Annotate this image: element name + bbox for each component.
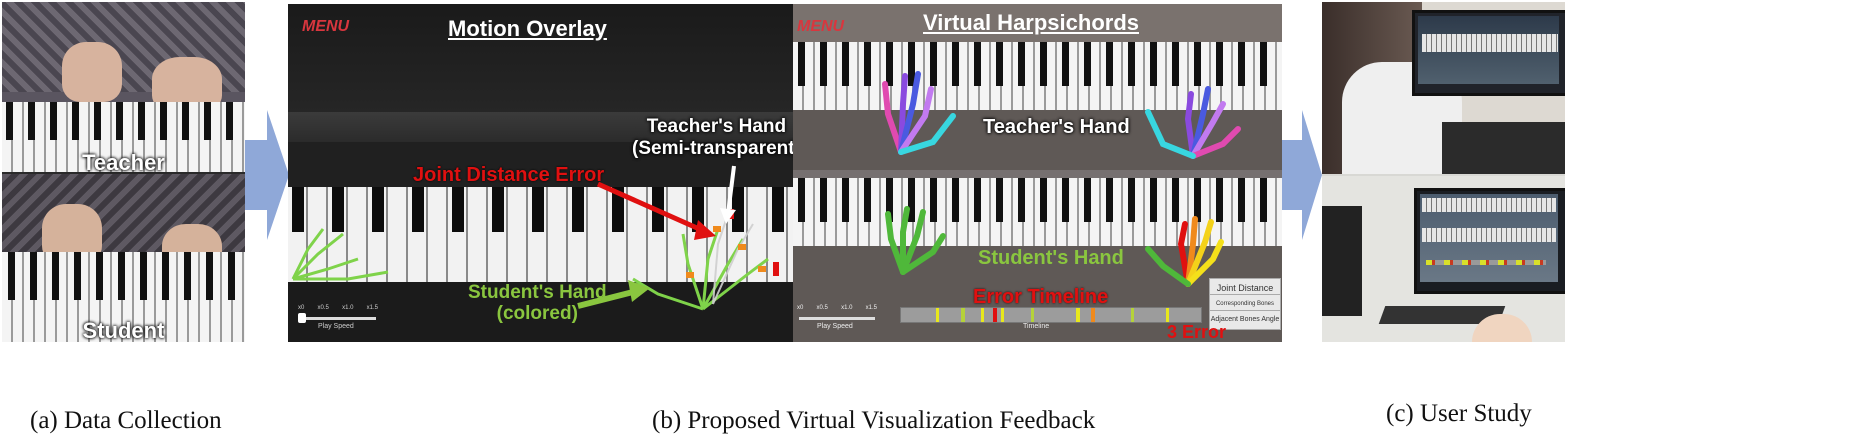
arrow-right-icon [1282, 110, 1322, 240]
play-speed-slider-right[interactable] [799, 317, 875, 320]
menu-button[interactable]: MENU [302, 18, 350, 35]
speed-tick: x1.5 [366, 305, 378, 311]
caption-visualization-feedback: (b) Proposed Virtual Visualization Feedb… [652, 407, 1096, 434]
teacher-label: Teacher [82, 150, 165, 175]
student-hand-right-label: Student's Hand [978, 247, 1124, 269]
hand-skeleton-overlay [291, 165, 779, 311]
user-study-photo-top [1322, 2, 1565, 174]
speed-tick: x0 [298, 305, 305, 311]
virtual-harpsichords-title: Virtual Harpsichords [923, 10, 1139, 35]
arrow-right-icon [245, 110, 289, 240]
student-photo: Student [2, 174, 245, 342]
student-label: Student [82, 318, 165, 342]
speed-tick: x1.5 [865, 305, 877, 311]
speed-tick: x0.5 [317, 305, 329, 311]
student-hand-line1: Student's Hand [468, 282, 607, 303]
play-speed-label-right: Play Speed [817, 323, 853, 330]
speed-ticks-right: x0 x0.5 x1.0 x1.5 [797, 305, 877, 311]
speed-ticks: x0 x0.5 x1.0 x1.5 [298, 305, 378, 311]
joint-distance-error-label: Joint Distance Error [413, 164, 605, 186]
motion-overlay-title: Motion Overlay [448, 16, 607, 41]
panel-data-collection: Teacher Student [2, 2, 245, 342]
student-hand-label: Student's Hand (colored) [468, 282, 607, 324]
slider-handle[interactable] [298, 313, 306, 323]
error-timeline-bar[interactable] [900, 307, 1202, 323]
menu-button-right[interactable]: MENU [797, 18, 845, 35]
three-error-metrics-label: 3 Error Metrics [1167, 322, 1227, 342]
panel-motion-overlay: MENU Motion Overlay Teacher's Hand (Semi… [288, 4, 793, 342]
teacher-hand-label: Teacher's Hand (Semi-transparent) [632, 116, 793, 160]
caption-data-collection: (a) Data Collection [30, 407, 222, 434]
teacher-hand-line2: (Semi-transparent) [632, 138, 793, 159]
harpsichord-hands [882, 71, 1241, 287]
play-speed-slider[interactable] [300, 317, 376, 320]
panel-user-study [1322, 2, 1565, 342]
user-study-photo-bottom [1322, 176, 1565, 342]
student-hand-line2: (colored) [496, 303, 578, 324]
play-speed-label: Play Speed [318, 323, 354, 330]
error-timeline-label: Error Timeline [973, 286, 1109, 308]
timeline-label: Timeline [1023, 323, 1050, 330]
speed-tick: x1.0 [841, 305, 853, 311]
speed-tick: x1.0 [342, 305, 354, 311]
adjacent-bones-angle-button[interactable]: Adjacent Bones Angle [1209, 310, 1281, 330]
teacher-hand-right-label: Teacher's Hand [983, 116, 1130, 138]
panel-virtual-harpsichords: MENU Virtual Harpsichords Teacher's Hand… [793, 4, 1282, 342]
speed-tick: x0.5 [816, 305, 828, 311]
teacher-hand-line1: Teacher's Hand [646, 116, 787, 137]
teacher-photo: Teacher [2, 2, 245, 175]
caption-user-study: (c) User Study [1386, 400, 1532, 427]
speed-tick: x0 [797, 305, 804, 311]
